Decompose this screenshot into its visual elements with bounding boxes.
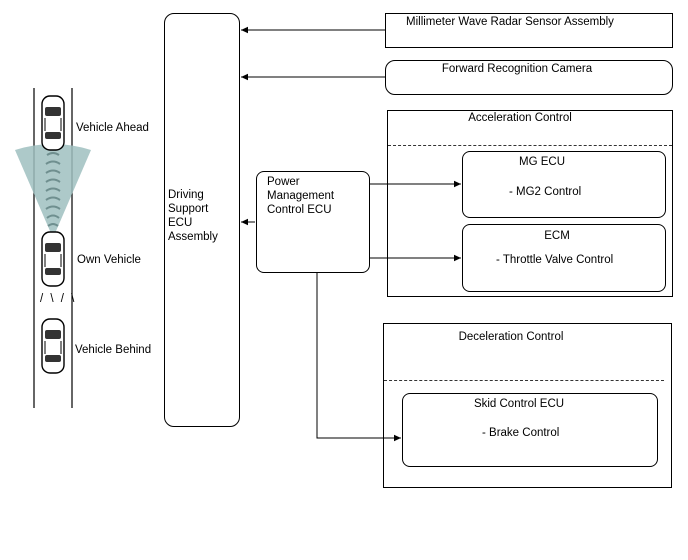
vehicle-behind-label: Vehicle Behind <box>75 344 152 356</box>
driving-support-ecu-label: Driving Support ECU Assembly <box>168 189 218 243</box>
skid-control-ecu-item: - Brake Control <box>482 427 560 439</box>
pm-to-skid-ecu-arrow <box>316 273 401 442</box>
camera-box <box>385 60 673 95</box>
driving-support-ecu-box <box>164 13 240 427</box>
ecm-item: - Throttle Valve Control <box>496 254 614 266</box>
vehicle-ahead-car <box>41 95 65 151</box>
deceleration-control-title: Deceleration Control <box>458 331 564 343</box>
skid-control-ecu-title: Skid Control ECU <box>473 398 565 410</box>
lane-marks: / \ / \ <box>40 293 77 305</box>
deceleration-divider <box>384 380 664 381</box>
radar-sensor-label: Millimeter Wave Radar Sensor Assembly <box>406 16 614 28</box>
ecm-box <box>462 224 666 292</box>
acceleration-control-title: Acceleration Control <box>468 112 572 124</box>
radar-sensor-box <box>385 13 673 48</box>
power-management-ecu-label: Power Management Control ECU <box>267 176 335 216</box>
vehicle-ahead-label: Vehicle Ahead <box>76 122 149 134</box>
radar-beam <box>15 144 91 238</box>
radar-waves <box>45 152 61 227</box>
power-management-ecu-box <box>256 171 370 273</box>
mg-ecu-title: MG ECU <box>519 156 565 168</box>
ecm-title: ECM <box>544 230 570 242</box>
own-vehicle-car <box>41 231 65 287</box>
mg-ecu-item: - MG2 Control <box>509 186 582 198</box>
acceleration-divider <box>388 145 672 146</box>
own-vehicle-label: Own Vehicle <box>77 254 141 266</box>
skid-control-ecu-box <box>402 393 658 467</box>
camera-label: Forward Recognition Camera <box>441 63 593 75</box>
vehicle-behind-car <box>41 318 65 374</box>
mg-ecu-box <box>462 151 666 218</box>
